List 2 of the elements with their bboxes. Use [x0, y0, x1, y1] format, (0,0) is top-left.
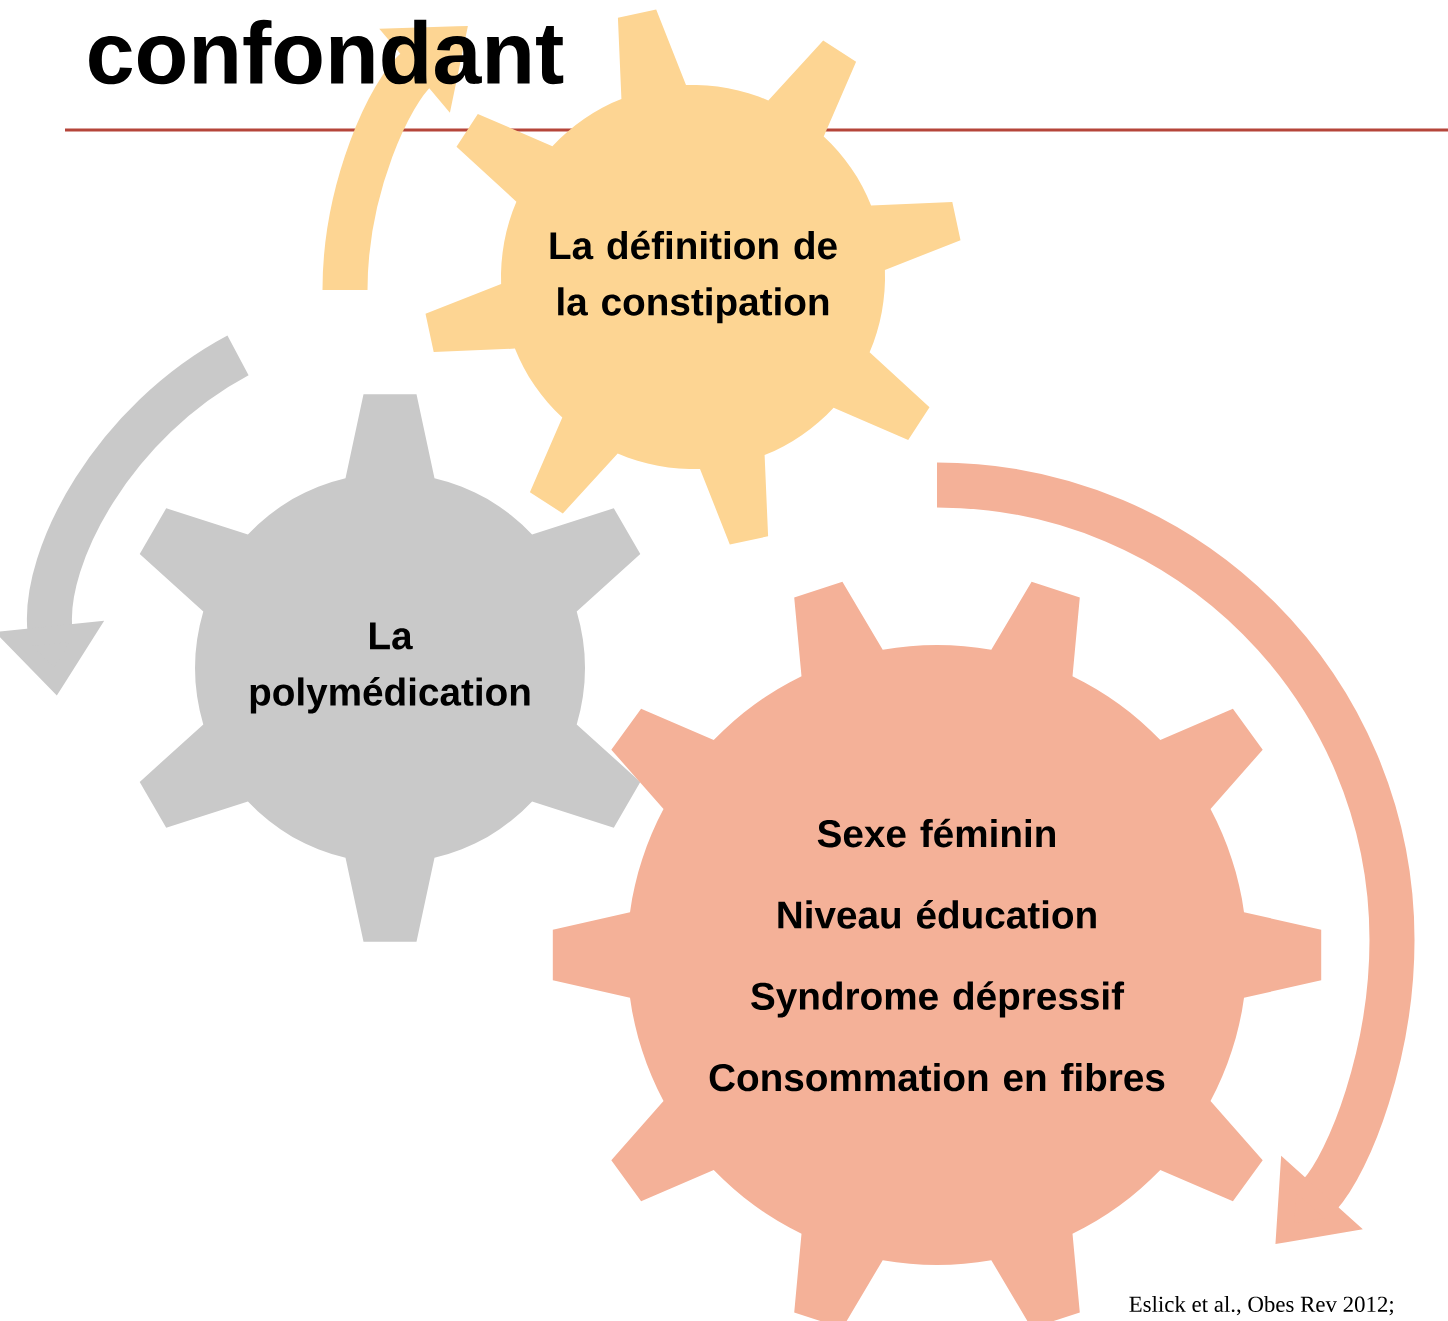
- gear: La polymédication: [139, 394, 641, 942]
- citation: Eslick et al., Obes Rev 2012;: [1129, 1295, 1393, 1316]
